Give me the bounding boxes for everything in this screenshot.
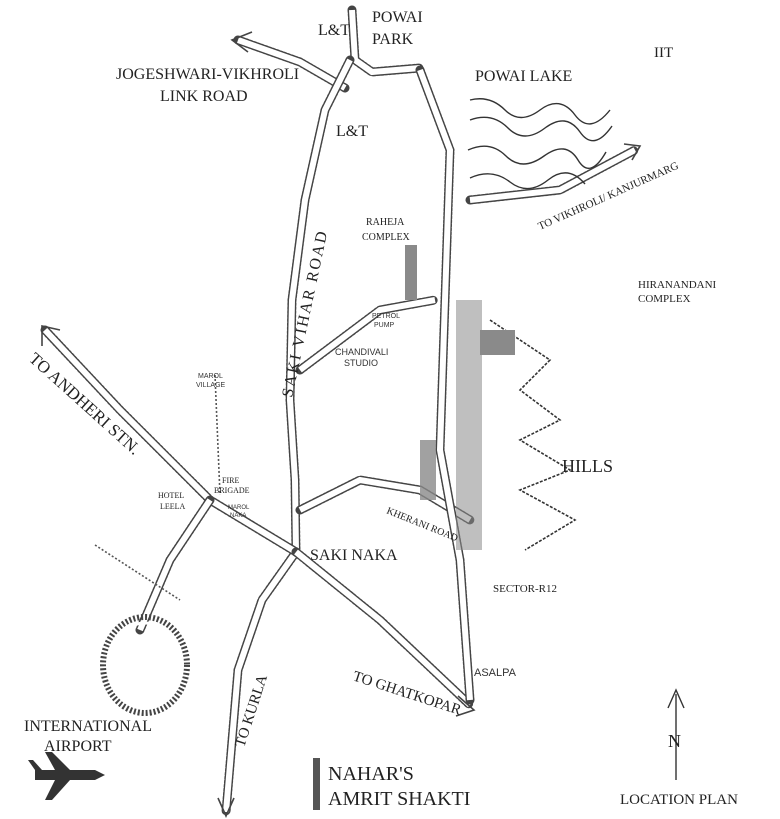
label-chandivali: CHANDIVALI xyxy=(335,347,388,357)
svg-text:VILLAGE: VILLAGE xyxy=(196,382,226,389)
svg-text:COMPLEX: COMPLEX xyxy=(362,232,411,243)
label-to-andheri: TO ANDHERI STN. xyxy=(25,349,144,459)
label-to-ghatkopar: TO GHATKOPAR xyxy=(351,669,463,719)
built-blocks xyxy=(405,245,515,550)
label-international-airport: INTERNATIONAL xyxy=(24,718,152,735)
andheri-road xyxy=(40,325,301,557)
label-fire-brigade: FIRE xyxy=(222,476,239,485)
label-iit: IIT xyxy=(654,45,673,61)
road-network xyxy=(40,5,640,817)
svg-text:PUMP: PUMP xyxy=(374,322,395,329)
svg-text:COMPLEX: COMPLEX xyxy=(638,293,691,305)
label-hotel-leela: HOTEL xyxy=(158,491,184,500)
label-hiranandani: HIRANANDANI xyxy=(638,279,717,291)
label-raheja: RAHEJA xyxy=(366,217,405,228)
svg-text:AIRPORT: AIRPORT xyxy=(44,738,112,755)
label-asalpa: ASALPA xyxy=(474,667,517,679)
hills-boundary xyxy=(489,319,577,551)
title-line-2: AMRIT SHAKTI xyxy=(328,788,470,810)
label-sector: SECTOR-R12 xyxy=(493,583,557,595)
label-lt-top: L&T xyxy=(318,22,350,39)
label-marol-naka: MAROL xyxy=(228,505,250,511)
powai-lake xyxy=(467,98,613,190)
title-marker xyxy=(313,758,320,810)
svg-text:LEELA: LEELA xyxy=(160,502,186,511)
label-powai-lake: POWAI LAKE xyxy=(475,68,572,85)
airplane-icon xyxy=(28,752,105,800)
label-powai-park: POWAI xyxy=(372,9,423,26)
airport-runway xyxy=(100,614,190,716)
label-jvlr: JOGESHWARI-VIKHROLI xyxy=(116,66,299,83)
label-saki-naka: SAKI NAKA xyxy=(310,547,398,564)
svg-text:STUDIO: STUDIO xyxy=(344,358,378,368)
svg-text:LINK ROAD: LINK ROAD xyxy=(160,88,248,105)
svg-text:PARK: PARK xyxy=(372,31,414,48)
label-location-plan: LOCATION PLAN xyxy=(620,792,738,808)
svg-text:NAKA: NAKA xyxy=(230,513,246,519)
label-lt-mid: L&T xyxy=(336,123,368,140)
map-labels: L&T POWAI PARK IIT JOGESHWARI-VIKHROLI L… xyxy=(24,9,738,810)
title-line-1: NAHAR'S xyxy=(328,763,414,785)
label-north: N xyxy=(668,731,681,751)
label-to-vikhroli: TO VIKHROLI/ KANJURMARG xyxy=(536,160,680,233)
label-petrol-pump: PETROL xyxy=(372,313,400,320)
label-hills: HILLS xyxy=(562,456,613,476)
north-arrow-icon xyxy=(667,688,685,780)
label-saki-vihar-road: SAKI VIHAR ROAD xyxy=(279,228,331,399)
road-arrows xyxy=(41,31,642,818)
svg-text:BRIGADE: BRIGADE xyxy=(214,486,250,495)
label-marol-village: MAROL xyxy=(198,373,223,380)
